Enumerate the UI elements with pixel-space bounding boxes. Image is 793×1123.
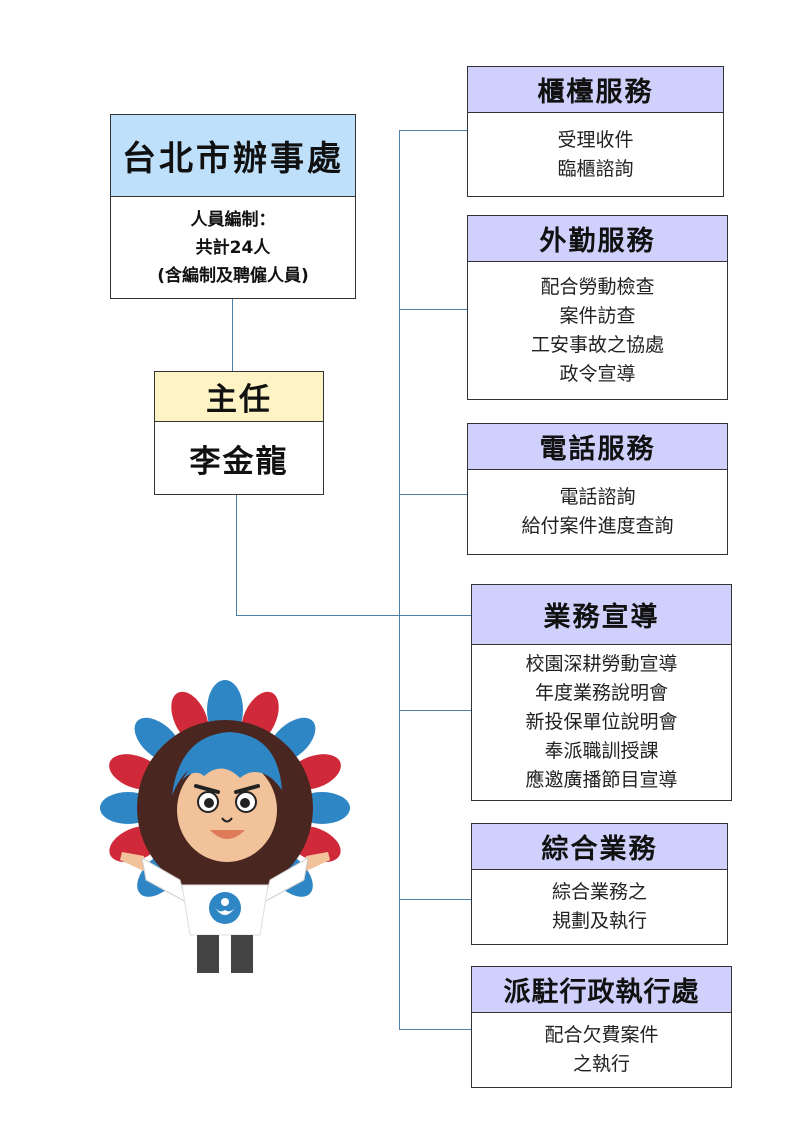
connector-trunk (399, 130, 400, 1030)
service-box-enforcement: 派駐行政執行處 配合欠費案件 之執行 (471, 966, 732, 1088)
service-item: 配合勞動檢查 (540, 275, 655, 298)
mascot-icon (100, 680, 350, 973)
service-box-promotion: 業務宣導 校園深耕勞動宣導 年度業務說明會 新投保單位說明會 奉派職訓授課 應邀… (471, 584, 732, 801)
connector-director-down (236, 494, 237, 616)
service-title: 派駐行政執行處 (472, 967, 731, 1013)
staff-line: 共計24人 (195, 237, 271, 258)
service-items: 校園深耕勞動宣導 年度業務說明會 新投保單位說明會 奉派職訓授課 應邀廣播節目宣… (472, 645, 731, 800)
service-item: 年度業務說明會 (534, 682, 668, 704)
logo-icon (209, 892, 241, 924)
service-item: 綜合業務之 (551, 881, 647, 903)
service-item: 臨櫃諮詢 (557, 157, 634, 180)
connector-branch-7 (399, 1029, 471, 1030)
director-box: 主任 李金龍 (154, 371, 324, 495)
service-title: 外勤服務 (468, 216, 727, 262)
left-hand (120, 852, 146, 872)
face (177, 758, 277, 862)
office-staff-info: 人員編制： 共計24人 (含編制及聘僱人員) (111, 197, 355, 298)
service-item: 案件訪查 (559, 304, 636, 327)
service-item: 應邀廣播節目宣導 (525, 769, 678, 791)
service-item: 給付案件進度查詢 (521, 515, 674, 537)
service-item: 電話諮詢 (559, 486, 636, 508)
service-title: 業務宣導 (472, 585, 731, 645)
service-box-field: 外勤服務 配合勞動檢查 案件訪查 工安事故之協處 政令宣導 (467, 215, 728, 400)
service-items: 配合欠費案件 之執行 (472, 1013, 731, 1087)
connector-branch-3 (399, 494, 467, 495)
service-item: 規劃及執行 (551, 910, 647, 932)
staff-line: 人員編制： (190, 209, 276, 230)
connector-branch-6 (399, 899, 471, 900)
service-box-general: 綜合業務 綜合業務之 規劃及執行 (471, 823, 728, 945)
service-box-counter: 櫃檯服務 受理收件 臨櫃諮詢 (467, 66, 724, 197)
service-item: 工安事故之協處 (530, 333, 664, 356)
connector-branch-4 (399, 615, 471, 616)
service-items: 受理收件 臨櫃諮詢 (468, 113, 723, 196)
connector-branch-2 (399, 309, 467, 310)
service-item: 校園深耕勞動宣導 (525, 653, 678, 675)
service-items: 電話諮詢 給付案件進度查詢 (468, 470, 727, 554)
service-item: 政令宣導 (559, 362, 636, 385)
connector-branch-1 (399, 130, 467, 131)
service-item: 配合欠費案件 (544, 1024, 659, 1046)
right-leg (231, 935, 253, 973)
service-title: 綜合業務 (472, 824, 727, 870)
connector-branch-5 (399, 710, 471, 711)
service-item: 之執行 (572, 1053, 630, 1075)
left-leg (197, 935, 219, 973)
connector-director-trunk (236, 615, 400, 616)
service-title: 櫃檯服務 (468, 67, 723, 113)
director-name: 李金龍 (189, 443, 289, 480)
service-title: 電話服務 (468, 424, 727, 470)
service-items: 配合勞動檢查 案件訪查 工安事故之協處 政令宣導 (468, 262, 727, 399)
connector-office-director (232, 298, 233, 372)
office-title: 台北市辦事處 (111, 115, 355, 197)
director-role: 主任 (155, 372, 323, 422)
right-hand (304, 852, 330, 872)
service-item: 奉派職訓授課 (544, 740, 659, 762)
service-box-phone: 電話服務 電話諮詢 給付案件進度查詢 (467, 423, 728, 555)
service-item: 受理收件 (557, 128, 634, 151)
staff-line: (含編制及聘僱人員) (157, 265, 309, 286)
service-items: 綜合業務之 規劃及執行 (472, 870, 727, 944)
service-item: 新投保單位說明會 (525, 711, 678, 733)
office-box: 台北市辦事處 人員編制： 共計24人 (含編制及聘僱人員) (110, 114, 356, 299)
